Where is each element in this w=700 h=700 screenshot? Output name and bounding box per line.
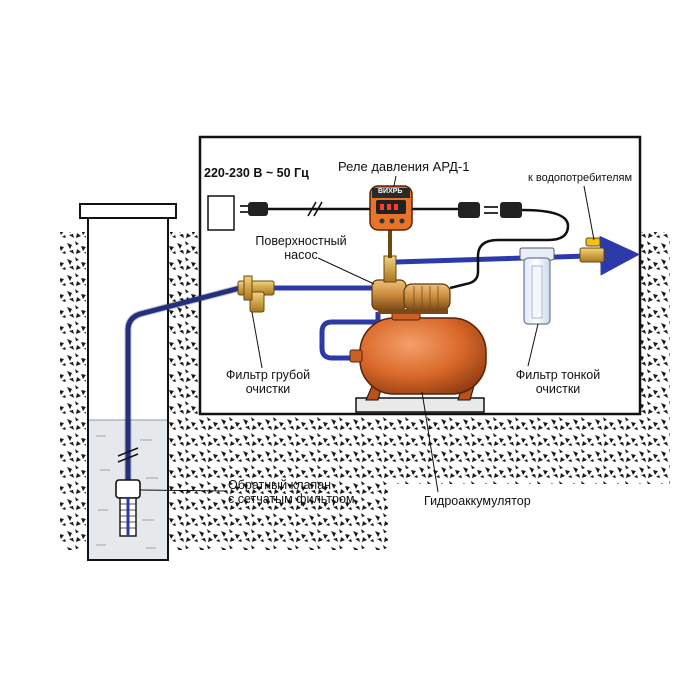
- pump-label-line2: насос: [284, 248, 318, 262]
- pump-label-line1: Поверхностный: [255, 234, 347, 248]
- check-valve-label-line2: с сетчатым фильтром: [228, 492, 355, 506]
- check-valve-label: Обратный клапан с сетчатым фильтром: [228, 478, 355, 506]
- power-cable: [268, 207, 570, 290]
- voltage-label: 220-230 В ~ 50 Гц: [204, 166, 309, 180]
- coarse-filter-label-line1: Фильтр грубой: [225, 368, 311, 382]
- leader-lines: [139, 175, 595, 493]
- check-valve: [115, 479, 141, 537]
- power-plug-left: [240, 202, 268, 216]
- consumers-label: к водопотребителям: [528, 172, 633, 184]
- water-ripples: [96, 435, 158, 549]
- coarse-filter-label-line2: очистки: [245, 382, 291, 396]
- fine-filter-label-line1: Фильтр тонкой: [515, 368, 601, 382]
- pipe-break-mark: [117, 447, 139, 463]
- pressure-relay: [369, 185, 413, 258]
- soil-right: [640, 232, 670, 414]
- coarse-filter: [237, 275, 275, 313]
- soil-under-house-left: [168, 484, 388, 550]
- soil-left: [60, 232, 86, 550]
- power-plug-right: [458, 202, 522, 218]
- suction-pipe: [125, 285, 241, 536]
- cable-break-mark: [307, 201, 323, 217]
- pipe-pump-to-tank: [319, 312, 381, 361]
- fine-filter-label: Фильтр тонкой очистки: [508, 368, 608, 396]
- ball-valve: [579, 237, 605, 263]
- pump-label: Поверхностный насос: [236, 234, 366, 262]
- accumulator-label: Гидроаккумулятор: [424, 494, 531, 508]
- well-cap: [79, 203, 177, 219]
- coarse-filter-label: Фильтр грубой очистки: [218, 368, 318, 396]
- surface-pump: [371, 255, 451, 314]
- check-valve-label-line1: Обратный клапан: [228, 478, 332, 492]
- relay-label: Реле давления АРД-1: [338, 159, 470, 174]
- suction-pipe-outline: [124, 284, 241, 536]
- fine-filter-label-line2: очистки: [535, 382, 581, 396]
- wall-socket: [207, 195, 235, 231]
- relay-brand-label: ВИХРЬ: [378, 188, 403, 195]
- accumulator-tank: [349, 309, 487, 413]
- fine-filter: [519, 247, 555, 325]
